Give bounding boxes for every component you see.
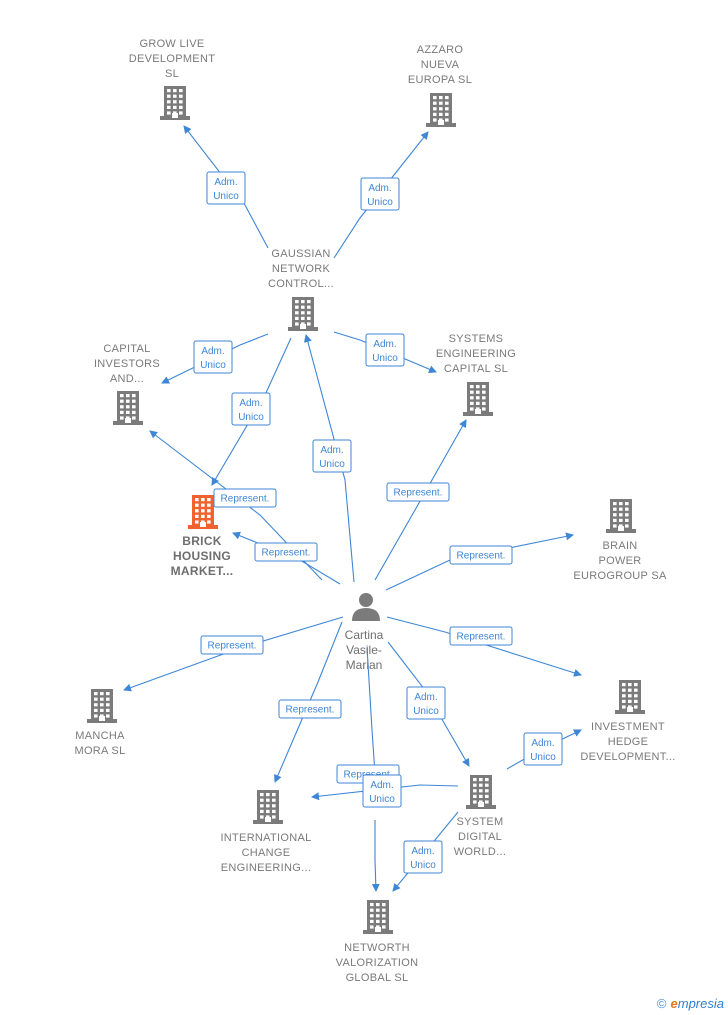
building-icon[interactable] [253, 790, 283, 824]
relation-edge [311, 784, 459, 801]
building-icon[interactable] [288, 297, 318, 331]
person-icon[interactable] [352, 593, 380, 621]
edge-label-text: Represent. [457, 632, 506, 643]
edge-label-represent[interactable]: Represent. [278, 699, 342, 719]
edge-label-adm-unico[interactable]: Adm.Unico [231, 392, 271, 426]
edge-label-adm-unico[interactable]: Adm.Unico [312, 439, 352, 473]
edge-label-adm-unico[interactable]: Adm.Unico [523, 732, 563, 766]
edge-label-text: Represent. [262, 548, 311, 559]
edge-label-text: Represent. [457, 551, 506, 562]
relation-edge [333, 331, 437, 373]
empresia-brand[interactable]: ©empresia [657, 996, 724, 1011]
edge-label-text: Adm.Unico [213, 177, 239, 202]
edge-label-represent[interactable]: Represent. [254, 542, 318, 562]
relation-edge [386, 616, 582, 677]
edge-label-text: Adm.Unico [369, 780, 395, 805]
edge-label-text: Adm.Unico [367, 183, 393, 208]
relation-edge [371, 820, 380, 892]
relation-edge [161, 333, 269, 384]
brand-name: mpresia [677, 996, 724, 1011]
edge-label-represent[interactable]: Represent. [449, 545, 513, 565]
relation-edge [392, 811, 459, 892]
building-icon[interactable] [463, 382, 493, 416]
building-icon[interactable] [160, 86, 190, 120]
edge-label-text: Represent. [208, 641, 257, 652]
focus-building-icon[interactable] [188, 495, 218, 529]
edge-label-text: Adm.Unico [238, 398, 264, 423]
edge-label-represent[interactable]: Represent. [200, 635, 264, 655]
edge-label-text: Represent. [286, 705, 335, 716]
building-icon[interactable] [615, 680, 645, 714]
relation-edge [366, 646, 379, 775]
edge-label-represent[interactable]: Represent. [386, 482, 450, 502]
edge-label-adm-unico[interactable]: Adm.Unico [193, 340, 233, 374]
edge-label-adm-unico[interactable]: Adm.Unico [206, 171, 246, 205]
edge-label-represent[interactable]: Represent. [213, 488, 277, 508]
edge-label-text: Represent. [394, 488, 443, 499]
relation-edge [333, 131, 429, 259]
copyright-icon: © [656, 996, 667, 1011]
edge-label-text: Adm.Unico [530, 738, 556, 763]
relation-edge [303, 334, 355, 583]
building-icon[interactable] [426, 93, 456, 127]
relation-edge [374, 419, 467, 581]
brand-logo-e: e [670, 996, 678, 1011]
relation-edge [274, 621, 343, 783]
edge-label-text: Adm.Unico [319, 445, 345, 470]
edge-label-adm-unico[interactable]: Adm.Unico [362, 774, 402, 808]
building-icon[interactable] [113, 391, 143, 425]
building-icon[interactable] [466, 775, 496, 809]
building-icon[interactable] [363, 900, 393, 934]
edge-label-text: Adm.Unico [372, 339, 398, 364]
edge-label-adm-unico[interactable]: Adm.Unico [406, 686, 446, 720]
edge-label-text: Adm.Unico [413, 692, 439, 717]
building-icon[interactable] [87, 689, 117, 723]
edge-label-adm-unico[interactable]: Adm.Unico [403, 840, 443, 874]
edge-label-adm-unico[interactable]: Adm.Unico [365, 333, 405, 367]
building-icon[interactable] [606, 499, 636, 533]
edge-label-text: Adm.Unico [200, 346, 226, 371]
relation-edge [183, 125, 269, 249]
edge-label-adm-unico[interactable]: Adm.Unico [360, 177, 400, 211]
edge-label-text: Adm.Unico [410, 846, 436, 871]
edge-label-represent[interactable]: Represent. [449, 626, 513, 646]
edge-label-text: Represent. [221, 494, 270, 505]
